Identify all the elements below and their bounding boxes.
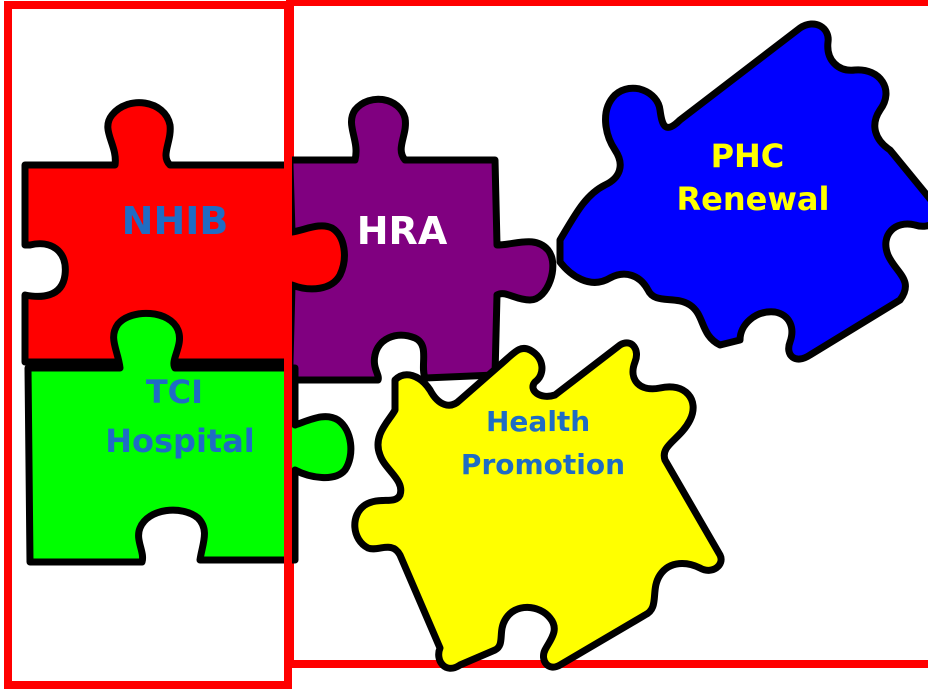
hra-piece (286, 95, 557, 384)
nhib-piece (21, 99, 348, 366)
tci-piece (24, 309, 355, 566)
health-promotion-piece (351, 339, 725, 672)
tci-hospital-label: TCI Hospital (105, 373, 255, 460)
phc-renewal-piece (556, 20, 928, 363)
left-frame (4, 1, 292, 689)
phc-renewal-label: PHC Renewal (677, 137, 830, 218)
health-promotion-label: Health Promotion (461, 405, 625, 481)
nhib-label: NHIB (122, 199, 229, 243)
hra-label: HRA (357, 209, 448, 253)
